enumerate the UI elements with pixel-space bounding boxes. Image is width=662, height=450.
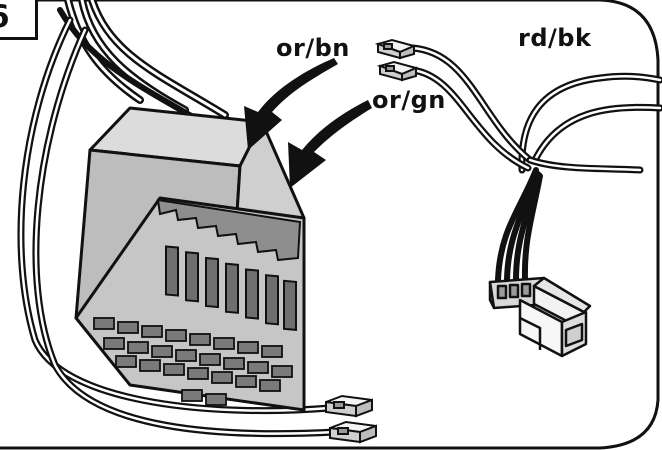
lower-wires xyxy=(17,16,339,438)
housing-sockets xyxy=(93,317,293,406)
wire-label-or-bn: or/bn xyxy=(276,34,350,62)
arrow-or-bn xyxy=(244,58,338,150)
housing-latch-ledge xyxy=(156,198,302,262)
housing-slots xyxy=(165,245,297,331)
spade-terminal-bottom-1 xyxy=(325,394,373,418)
small-connector xyxy=(488,276,592,358)
spade-terminal-bottom-2 xyxy=(329,420,377,444)
connector-housing xyxy=(74,106,306,412)
right-harness xyxy=(408,44,662,283)
wire-label-rd-bk: rd/bk xyxy=(518,24,592,52)
step-number-box: 6 xyxy=(0,0,38,40)
left-cable-bundle xyxy=(57,0,253,153)
arrow-or-gn xyxy=(288,100,372,188)
spade-terminal-top-1 xyxy=(374,38,418,60)
spade-terminal-top-2 xyxy=(376,60,420,82)
wire-label-or-gn: or/gn xyxy=(372,86,446,114)
step-number: 6 xyxy=(0,2,10,33)
